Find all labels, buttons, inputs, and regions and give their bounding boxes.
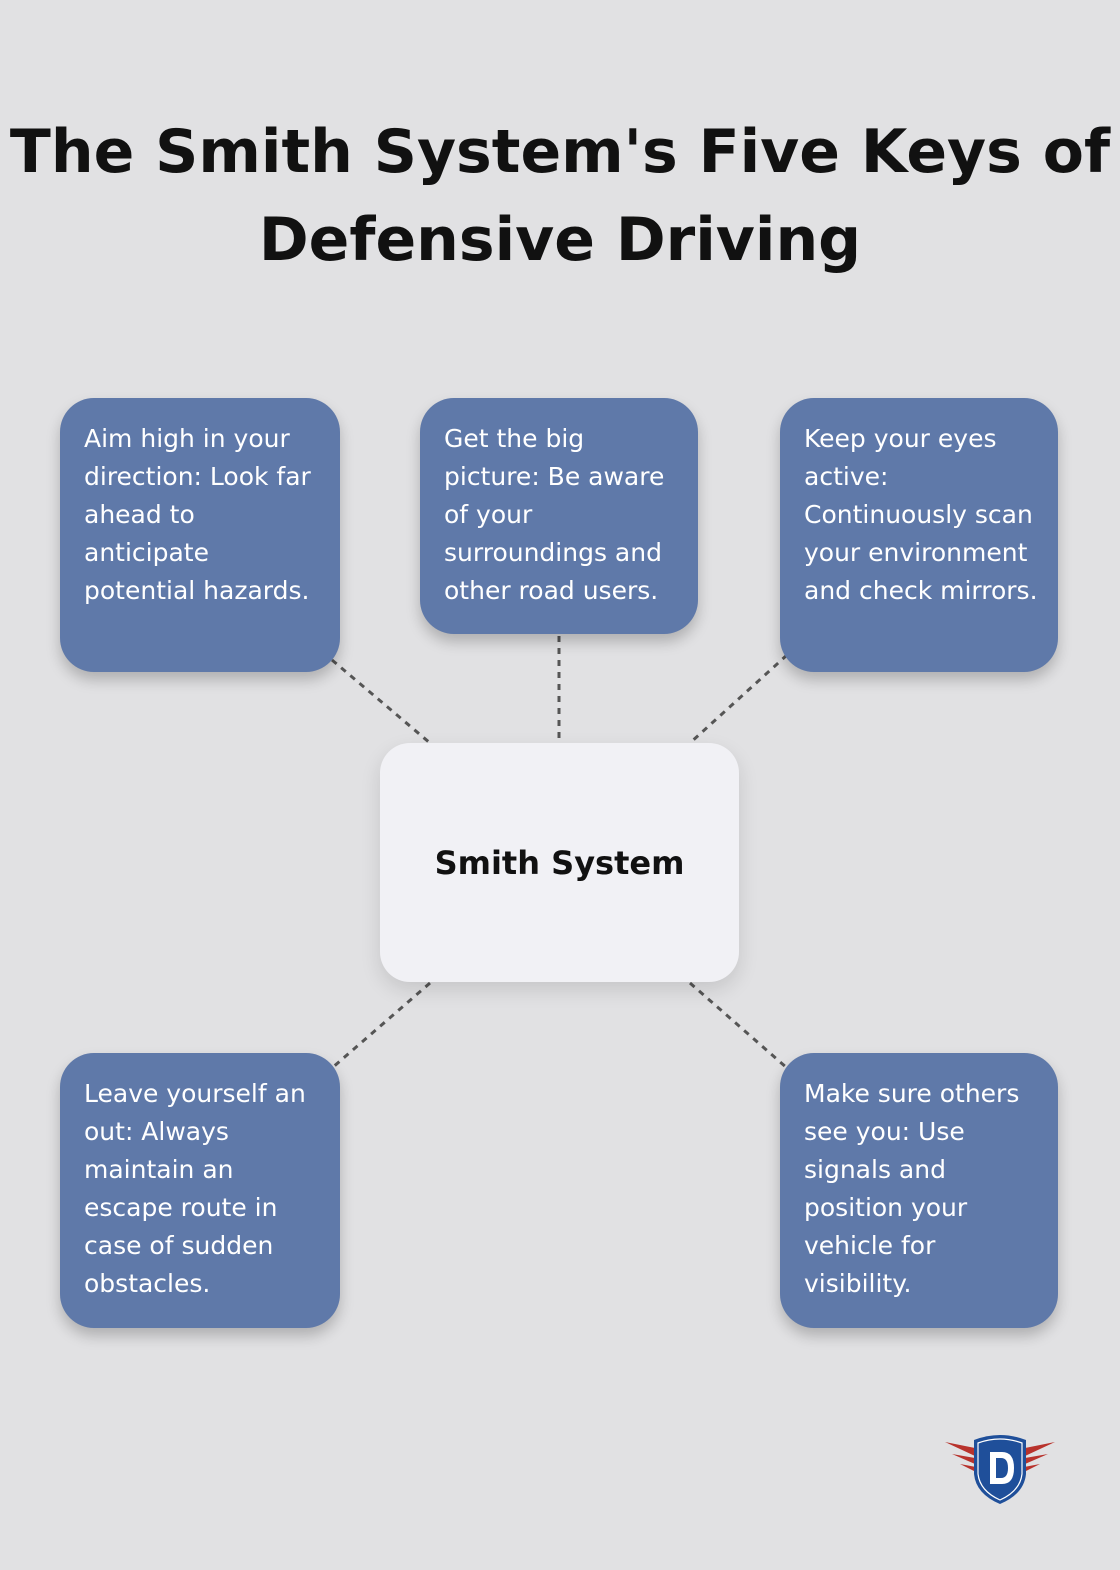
key-box-big-picture: Get the big picture: Be aware of your su… <box>420 398 698 634</box>
key-box-eyes-active: Keep your eyes active: Continuously scan… <box>780 398 1058 672</box>
connector-5 <box>689 981 788 1070</box>
key-box-others-see-you: Make sure others see you: Use signals an… <box>780 1053 1058 1328</box>
connector-1 <box>331 658 431 745</box>
connector-3 <box>688 653 789 745</box>
page-title: The Smith System's Five Keys of Defensiv… <box>9 117 1111 275</box>
center-label: Smith System <box>434 843 685 882</box>
connector-4 <box>331 981 431 1070</box>
center-node: Smith System <box>380 743 739 982</box>
key-box-leave-out: Leave yourself an out: Always maintain a… <box>60 1053 340 1328</box>
shield-logo-icon <box>945 1435 1055 1504</box>
key-box-aim-high: Aim high in your direction: Look far ahe… <box>60 398 340 672</box>
